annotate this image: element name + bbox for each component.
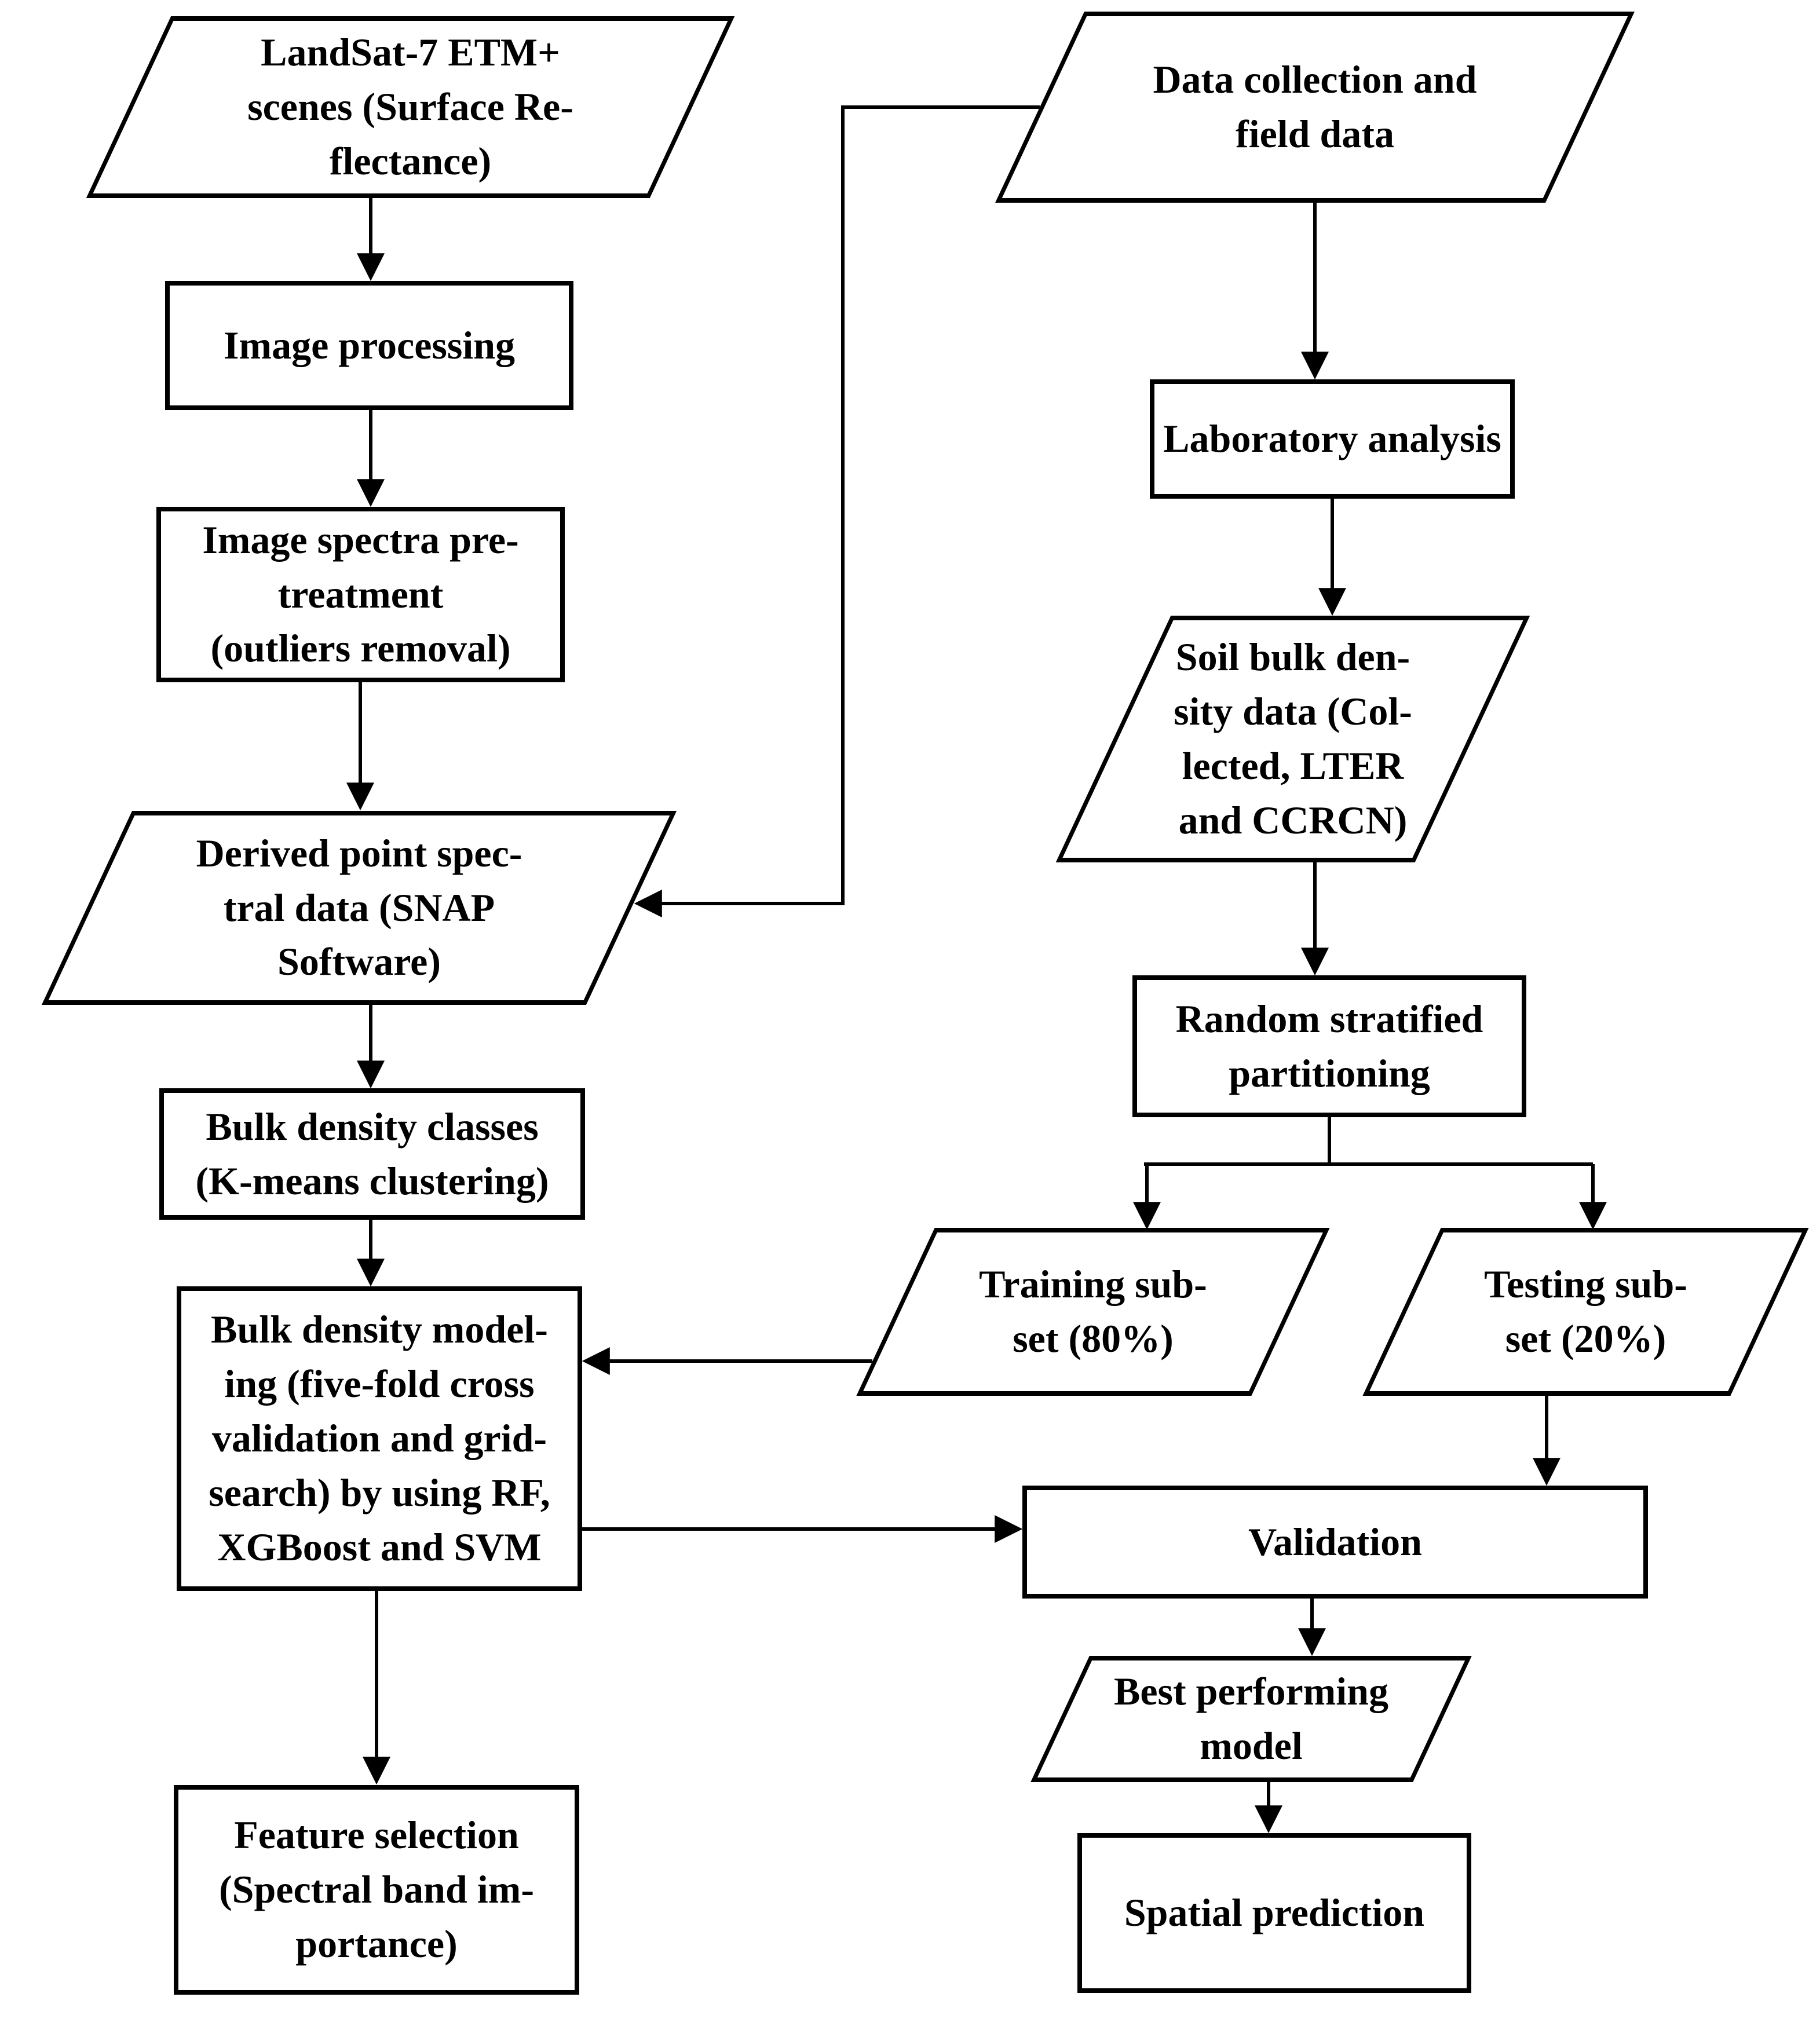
label-line: XGBoost and SVM xyxy=(217,1524,542,1569)
node-training-subset-label: Training sub- set (80%) xyxy=(896,1257,1291,1366)
label-line: (Spectral band im- xyxy=(219,1867,534,1912)
rectangle-shape xyxy=(156,507,565,682)
node-spatial-prediction-label: Spatial prediction xyxy=(1077,1886,1471,1940)
label-line: Soil bulk den- xyxy=(1175,635,1410,679)
node-bulk-density-modeling: Bulk density model- ing (five-fold cross… xyxy=(177,1286,582,1591)
edge-data-collection-to-derived xyxy=(634,105,1040,917)
rectangle-shape xyxy=(1150,379,1515,499)
label-line: Best performing xyxy=(1113,1669,1388,1714)
label-line: Bulk density model- xyxy=(211,1307,548,1352)
node-data-collection: Data collection and field data xyxy=(995,12,1635,203)
node-soil-bulk-density-data-label: Soil bulk den- sity data (Col- lected, L… xyxy=(1113,630,1472,847)
label-line: sity data (Col- xyxy=(1174,689,1412,734)
label-line: field data xyxy=(1236,112,1394,156)
node-feature-selection: Feature selection (Spectral band im- por… xyxy=(174,1785,579,1995)
label-line: and CCRCN) xyxy=(1178,798,1408,842)
label-line: (K-means clustering) xyxy=(195,1158,549,1203)
label-line: Data collection and xyxy=(1153,57,1477,102)
node-validation-label: Validation xyxy=(1022,1515,1648,1570)
node-training-subset: Training sub- set (80%) xyxy=(856,1228,1330,1396)
label-line: validation and grid- xyxy=(211,1416,547,1461)
node-random-stratified-partitioning-label: Random stratified partitioning xyxy=(1132,992,1526,1101)
node-derived-point-spectral-label: Derived point spec- tral data (SNAP Soft… xyxy=(87,826,631,989)
node-testing-subset-label: Testing sub- set (20%) xyxy=(1402,1257,1770,1366)
node-image-spectra-pretreatment-label: Image spectra pre- treatment (outliers r… xyxy=(156,513,565,676)
label-line: Training sub- xyxy=(979,1262,1207,1307)
node-image-processing: Image processing xyxy=(165,281,573,410)
label-line: Software) xyxy=(277,939,441,984)
label-line: set (20%) xyxy=(1505,1316,1666,1360)
label-line: portance) xyxy=(295,1921,458,1966)
label-line: flectance) xyxy=(329,138,492,183)
label-line: Testing sub- xyxy=(1484,1262,1687,1307)
node-bulk-density-classes: Bulk density classes (K-means clustering… xyxy=(159,1088,585,1220)
node-spatial-prediction: Spatial prediction xyxy=(1077,1833,1471,1993)
rectangle-shape xyxy=(165,281,573,410)
node-data-collection-label: Data collection and field data xyxy=(1040,53,1590,162)
node-bulk-density-modeling-label: Bulk density model- ing (five-fold cross… xyxy=(177,1303,582,1574)
node-soil-bulk-density-data: Soil bulk den- sity data (Col- lected, L… xyxy=(1055,616,1530,862)
node-laboratory-analysis-label: Laboratory analysis xyxy=(1150,412,1515,466)
label-line: ing (five-fold cross xyxy=(224,1362,535,1406)
node-bulk-density-classes-label: Bulk density classes (K-means clustering… xyxy=(159,1100,585,1209)
rectangle-shape xyxy=(177,1286,582,1591)
label-line: LandSat-7 ETM+ xyxy=(261,30,560,75)
rectangle-shape xyxy=(1132,975,1526,1117)
node-laboratory-analysis: Laboratory analysis xyxy=(1150,379,1515,499)
label-line: (outliers removal) xyxy=(210,626,511,671)
node-random-stratified-partitioning: Random stratified partitioning xyxy=(1132,975,1526,1117)
label-line: tral data (SNAP xyxy=(223,885,495,930)
label-line: Image processing xyxy=(223,323,516,367)
label-line: Laboratory analysis xyxy=(1163,416,1501,461)
label-line: Bulk density classes xyxy=(206,1104,539,1149)
node-landsat-scenes-label: LandSat-7 ETM+ scenes (Surface Re- flect… xyxy=(129,25,692,188)
label-line: Derived point spec- xyxy=(196,831,522,875)
node-best-performing-model-label: Best performing model xyxy=(1060,1665,1442,1773)
label-line: partitioning xyxy=(1229,1051,1430,1095)
label-line: Random stratified xyxy=(1175,996,1483,1041)
label-line: Feature selection xyxy=(234,1813,519,1857)
label-line: Spatial prediction xyxy=(1124,1890,1425,1935)
label-line: Validation xyxy=(1248,1519,1422,1564)
label-line: treatment xyxy=(277,572,444,616)
label-line: lected, LTER xyxy=(1182,744,1404,788)
rectangle-shape xyxy=(159,1088,585,1220)
rectangle-shape xyxy=(1022,1486,1648,1599)
node-image-processing-label: Image processing xyxy=(165,319,573,373)
node-image-spectra-pretreatment: Image spectra pre- treatment (outliers r… xyxy=(156,507,565,682)
node-best-performing-model: Best performing model xyxy=(1030,1656,1472,1782)
node-validation: Validation xyxy=(1022,1486,1648,1599)
label-line: Image spectra pre- xyxy=(202,517,519,562)
label-line: set (80%) xyxy=(1013,1316,1174,1360)
rectangle-shape xyxy=(174,1785,579,1995)
edge-partition-split-bar xyxy=(1144,1117,1593,1166)
rectangle-shape xyxy=(1077,1833,1471,1993)
label-line: scenes (Surface Re- xyxy=(247,85,573,129)
label-line: model xyxy=(1200,1724,1303,1768)
node-testing-subset: Testing sub- set (20%) xyxy=(1362,1228,1809,1396)
node-derived-point-spectral: Derived point spec- tral data (SNAP Soft… xyxy=(41,811,677,1005)
node-feature-selection-label: Feature selection (Spectral band im- por… xyxy=(174,1808,579,1971)
node-landsat-scenes: LandSat-7 ETM+ scenes (Surface Re- flect… xyxy=(86,16,735,198)
label-line: search) by using RF, xyxy=(209,1470,550,1515)
